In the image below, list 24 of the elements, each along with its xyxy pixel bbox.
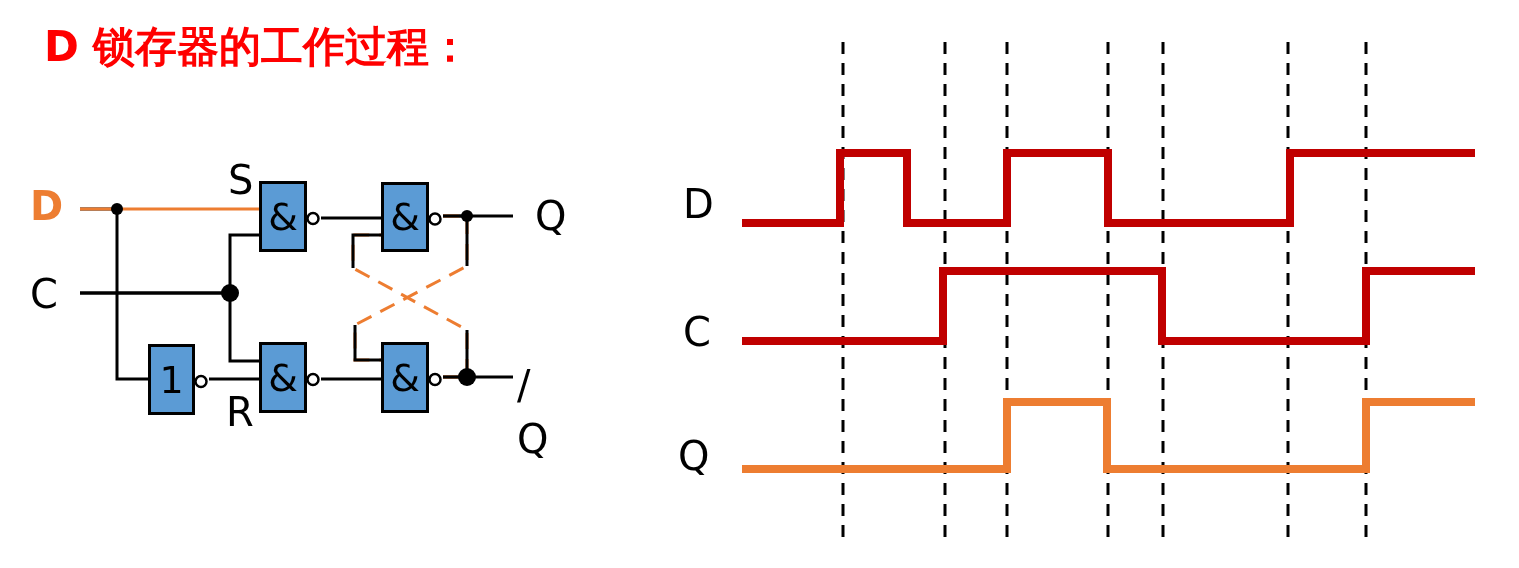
title: D 锁存器的工作过程：	[44, 22, 472, 73]
signal-name: R	[226, 388, 254, 436]
signal-name: C	[683, 308, 711, 356]
signal-name: S	[228, 156, 254, 204]
gate-symbol: &	[267, 354, 299, 402]
nand-gate	[259, 342, 321, 413]
wire	[321, 377, 381, 381]
not-gate	[148, 344, 209, 415]
signal-name: D	[683, 180, 714, 228]
nand-gate	[381, 342, 443, 413]
gate-symbol: &	[389, 194, 421, 241]
nand-gate	[381, 182, 443, 252]
signal-name: C	[30, 270, 58, 319]
signal-name: Q	[678, 432, 710, 480]
nand-gate	[259, 181, 321, 252]
gate-symbol: 1	[158, 356, 185, 404]
signal-name: Q	[535, 192, 567, 241]
signal-name: D	[30, 182, 64, 231]
wire	[209, 377, 259, 381]
gate-symbol: &	[267, 193, 299, 241]
wire	[80, 207, 259, 211]
wire	[321, 216, 381, 220]
wire	[80, 291, 259, 363]
gate-symbol: &	[389, 354, 421, 402]
